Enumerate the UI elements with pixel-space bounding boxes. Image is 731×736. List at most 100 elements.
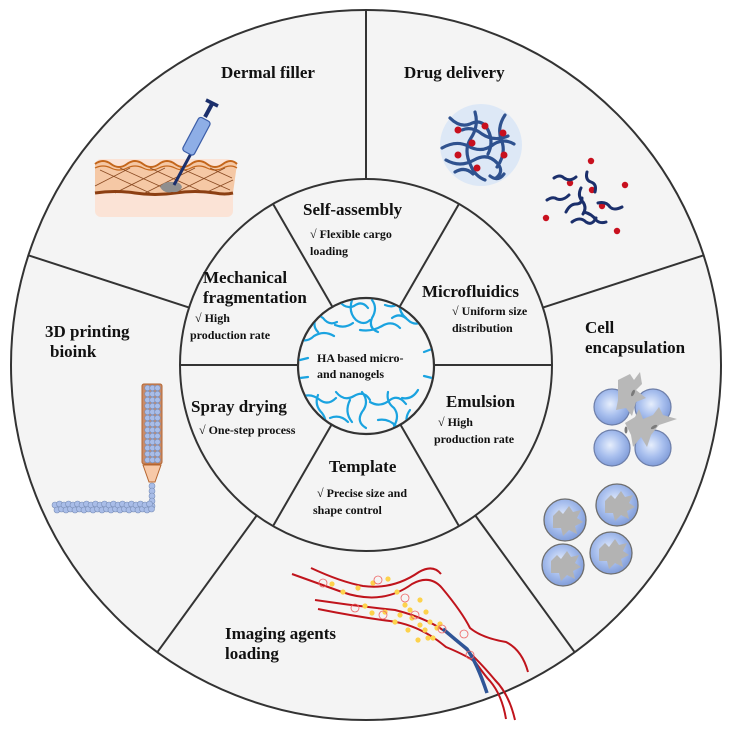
bioink-bead [148,505,155,513]
advantage-line: production rate [190,327,271,342]
imaging-agents-title-line1: Imaging agents [225,624,336,643]
spray-drying-title: Spray drying [191,397,287,416]
bioink-bead [154,408,161,416]
advantage-line: loading [310,243,349,258]
bioink-bead [154,450,161,458]
outer-divider-line [28,254,190,309]
imaging-agent-dot [407,607,413,613]
self-assembly-advantage: √ Flexible cargo loading [303,226,402,259]
mechanical-fragmentation-advantage: √ High production rate [190,310,307,343]
bioink-bead [154,414,161,422]
outer-ring-dividers [28,10,704,653]
template-title: Template [329,457,397,476]
3d-printing-title-line2: bioink [50,342,97,362]
imaging-agent-dot [425,635,431,641]
advantage-line: shape control [313,502,382,517]
application-label-dermal-filler: Dermal filler [221,63,315,83]
method-mechanical-fragmentation: Mechanical fragmentation √ High producti… [190,268,307,343]
advantage-line: √ One-step process [199,423,296,438]
imaging-agent-dot [422,627,428,633]
imaging-agent-dot [385,576,391,582]
cell-shape [605,491,635,521]
blood-vessel-icon [291,567,529,721]
bioink-bead [154,402,161,410]
polymer-network-icon [299,299,433,431]
imaging-agent-dot [423,609,429,615]
advantage-line: √ Uniform size [452,304,528,319]
advantage-line: √ High [438,415,473,430]
imaging-agent-dot [355,585,361,591]
imaging-agent-dot [427,619,433,625]
method-emulsion: Emulsion √ High production rate [434,392,515,447]
imaging-agent-dot [329,581,335,587]
imaging-agent-dot [369,610,375,616]
bioink-bead [154,432,161,440]
imaging-agent-dot [402,602,408,608]
bioink-bead [154,444,161,452]
microfluidics-advantage: √ Uniform size distribution [422,303,527,336]
application-label-imaging-agents: Imaging agents loading [225,624,336,664]
imaging-agent-dot [417,597,423,603]
dermal-filler-title: Dermal filler [221,63,315,82]
bioink-bead [154,426,161,434]
application-label-3d-printing: 3D printing bioink [45,322,130,362]
method-spray-drying: Spray drying √ One-step process [191,397,295,439]
microfluidics-title: Microfluidics [422,282,519,301]
middle-divider-line [399,423,460,527]
imaging-agent-dot [430,635,436,641]
center-label: HA based micro- and nanogels [317,351,403,382]
outer-divider-line [542,254,704,309]
bioink-bead [154,456,161,464]
mechanical-fragmentation-title-line1: Mechanical [203,268,288,287]
imaging-agent-dot [340,589,346,595]
self-assembly-title: Self-assembly [303,200,403,219]
middle-divider-line [272,203,333,307]
method-self-assembly: Self-assembly √ Flexible cargo loading [303,200,402,259]
emulsion-title: Emulsion [446,392,515,411]
center-label-line1: HA based micro- [317,351,404,365]
outer-divider-line [474,514,576,653]
cell-encapsulation-title-line1: Cell [585,318,615,337]
template-advantage: √ Precise size and shape control [313,485,407,518]
cell-shape [599,539,629,569]
spray-drying-advantage: √ One-step process [191,422,295,439]
imaging-agent-dot [362,603,368,609]
encapsulated-cells-icon [541,372,677,587]
outer-divider-line [156,514,258,653]
cell-encapsulation-title-line2: encapsulation [585,338,686,358]
bioink-bead [154,396,161,404]
cell-shape [553,506,583,536]
syringe-skin-icon [94,98,238,217]
bioink-bead [154,390,161,398]
application-label-cell-encapsulation: Cell encapsulation [585,318,685,358]
imaging-agents-title-line2: loading [225,644,279,664]
advantage-line: √ Precise size and [317,486,408,501]
center-label-line2: and nanogels [317,366,385,381]
application-label-drug-delivery: Drug delivery [404,63,505,83]
bioink-bead [154,420,161,428]
imaging-agent-dot [392,619,398,625]
bioink-bead [154,384,161,392]
bioprinter-nozzle-icon [51,383,163,514]
emulsion-advantage: √ High production rate [434,414,515,447]
imaging-agent-dot [415,637,421,643]
middle-ring-dividers [180,203,552,527]
advantage-line: √ Flexible cargo [310,227,392,242]
middle-divider-line [399,203,460,307]
advantage-line: √ High [195,311,230,326]
cell-shape [551,551,581,581]
imaging-agent-dot [405,627,411,633]
method-template: Template √ Precise size and shape contro… [313,457,407,518]
mechanical-fragmentation-title-line2: fragmentation [203,288,307,308]
bioink-bead [154,438,161,446]
method-microfluidics: Microfluidics √ Uniform size distributio… [422,282,527,336]
drug-release-icon [440,104,629,235]
advantage-line: production rate [434,431,515,446]
drug-delivery-title: Drug delivery [404,63,505,82]
advantage-line: distribution [452,320,513,335]
imaging-agent-dot [397,612,403,618]
imaging-agent-dot [394,589,400,595]
middle-divider-line [272,423,333,527]
